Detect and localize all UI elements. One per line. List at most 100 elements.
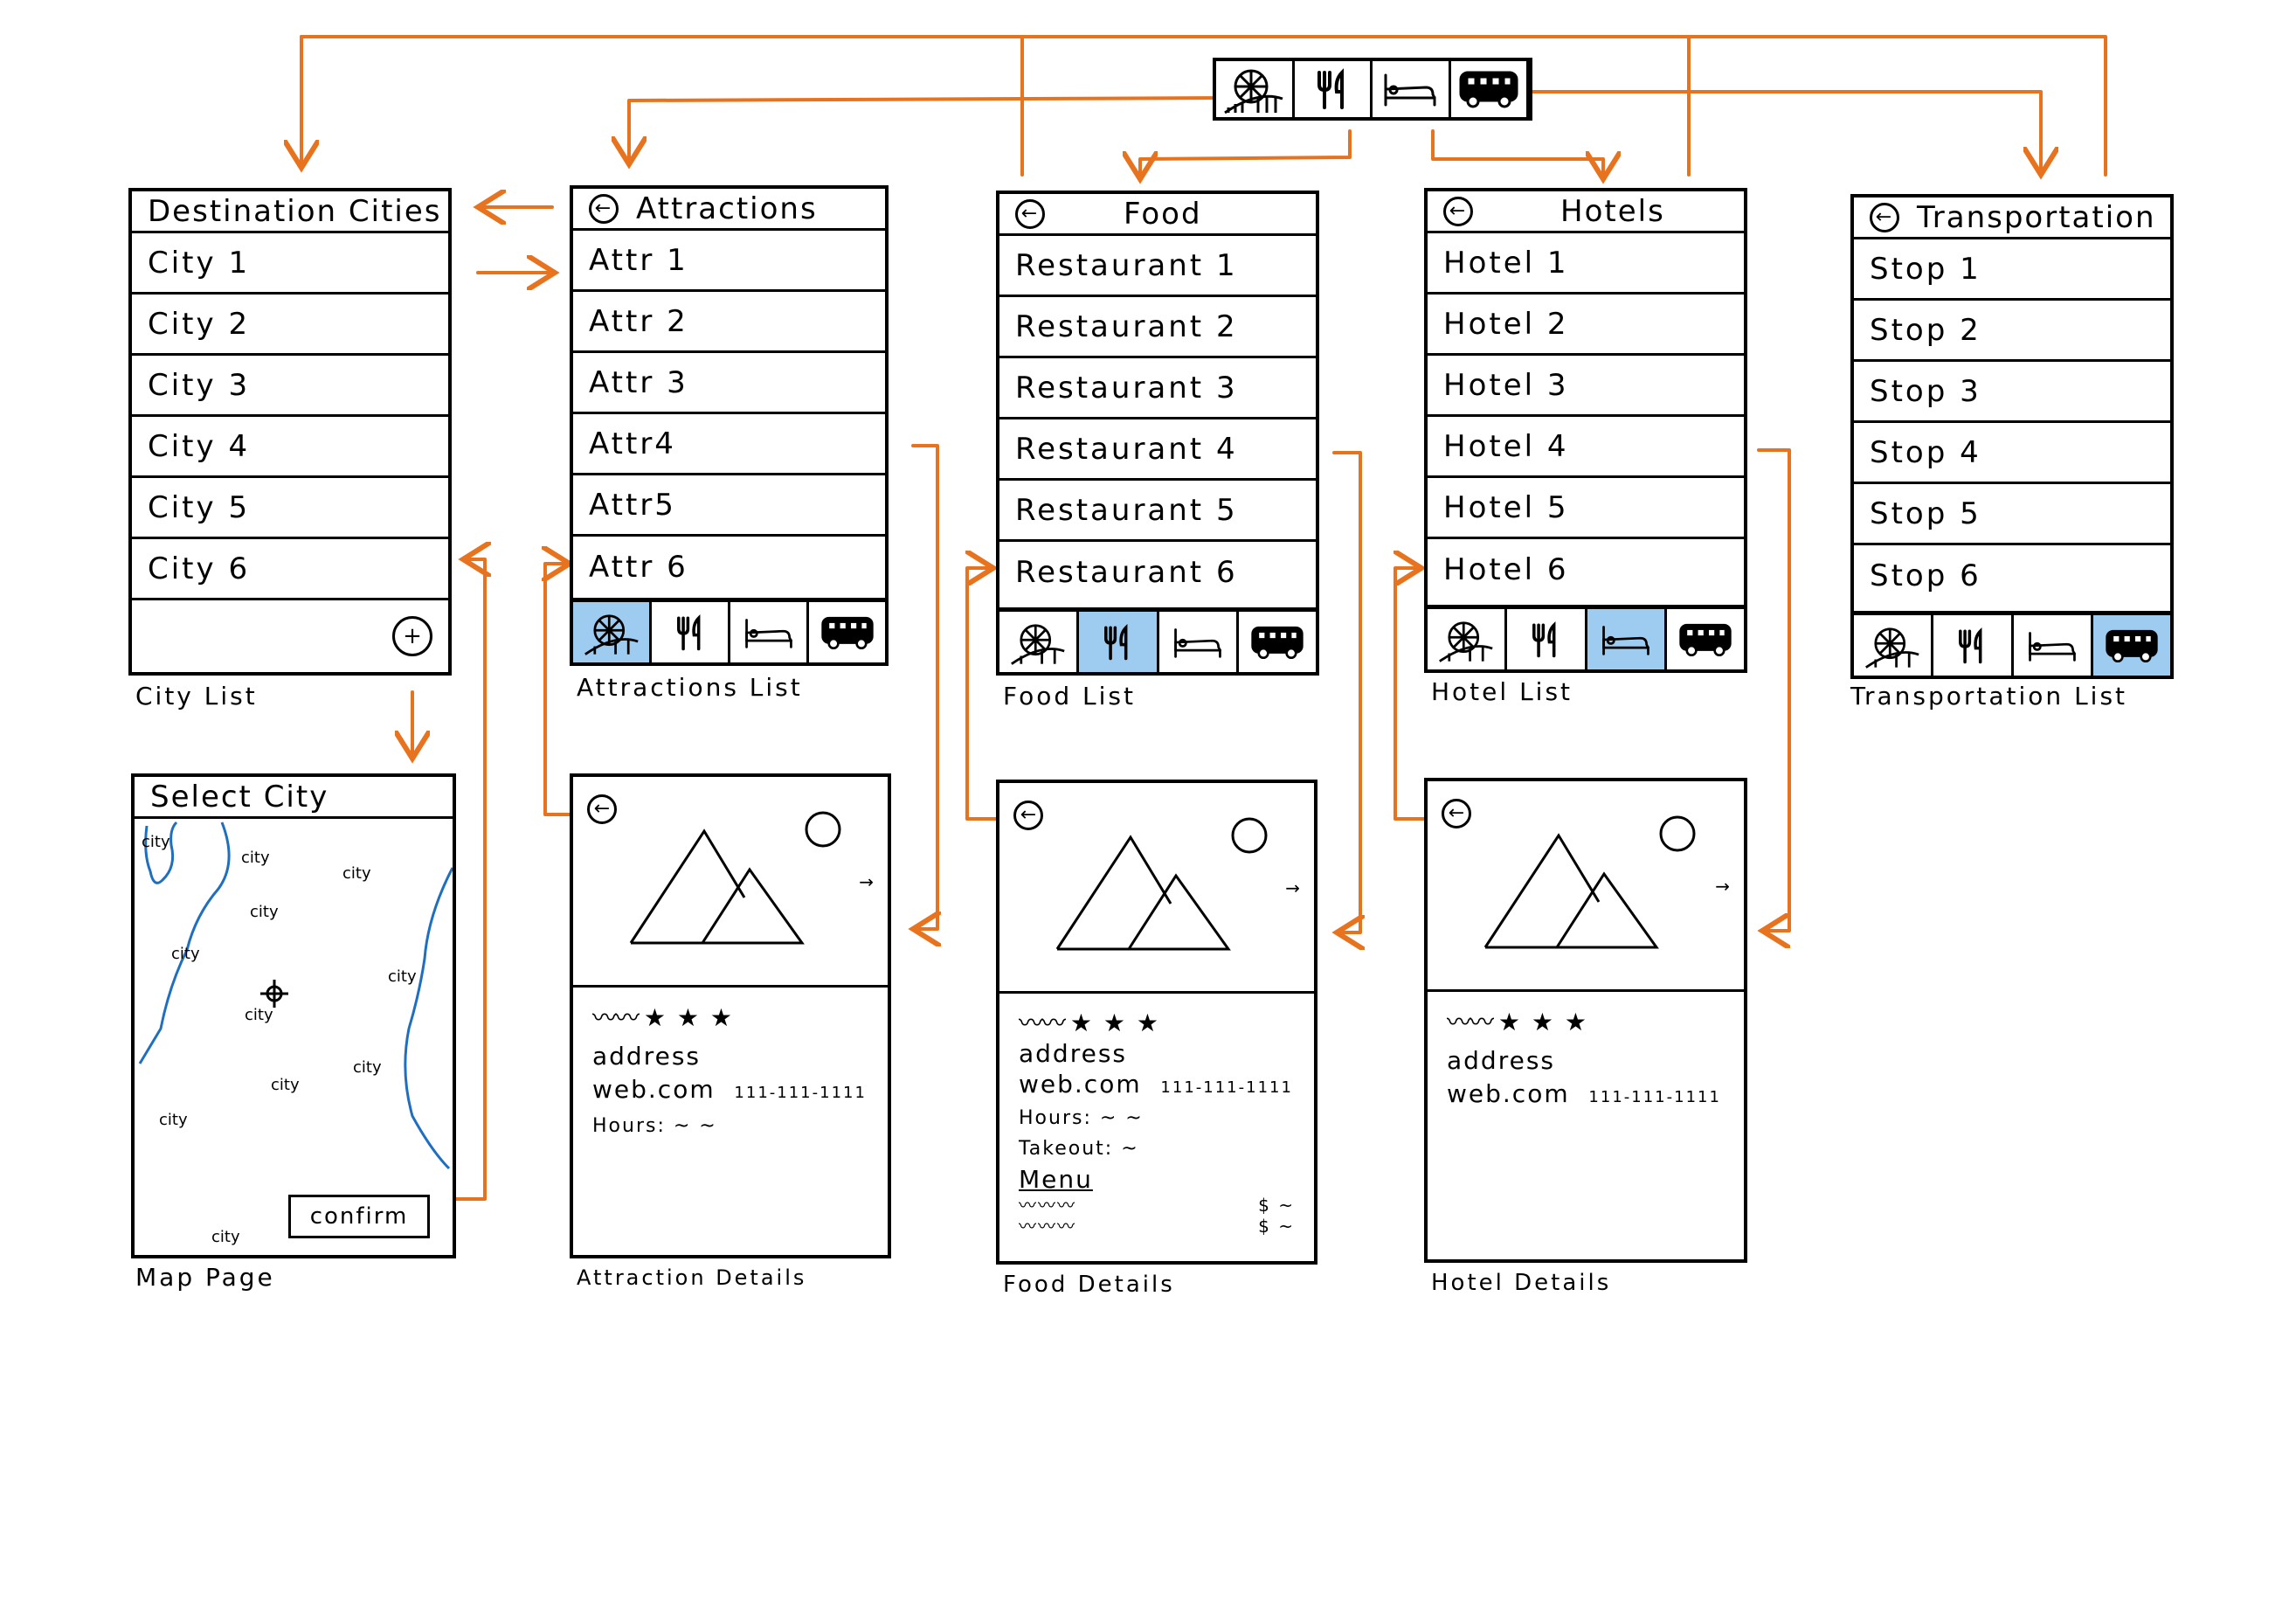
list-item[interactable]: City 2 <box>132 295 448 356</box>
back-arrow-icon[interactable]: ← <box>1442 799 1471 828</box>
detail-image-area: ← → <box>999 783 1314 994</box>
list-item[interactable]: City 4 <box>132 417 448 478</box>
back-arrow-icon[interactable]: ← <box>1015 198 1045 229</box>
list-item[interactable]: Stop 4 <box>1854 423 2170 484</box>
list-item[interactable]: Restaurant 4 <box>999 419 1316 481</box>
list-item[interactable]: City 3 <box>132 356 448 417</box>
tab-transport[interactable] <box>1667 609 1744 669</box>
back-arrow-icon[interactable]: ← <box>587 794 617 824</box>
tab-hotels[interactable] <box>1159 612 1239 672</box>
list-item[interactable]: Stop 3 <box>1854 362 2170 423</box>
back-arrow-icon[interactable]: ← <box>1013 801 1043 830</box>
confirm-button[interactable]: confirm <box>288 1195 430 1238</box>
squiggle-text: 〰〰 <box>1019 1009 1070 1037</box>
next-arrow-icon[interactable]: → <box>859 871 874 892</box>
tab-hotels[interactable] <box>730 602 809 662</box>
coastline-left <box>144 821 178 884</box>
ferris-wheel-icon <box>1865 627 1919 669</box>
next-arrow-icon[interactable]: → <box>1285 877 1300 898</box>
list-item[interactable]: Hotel 5 <box>1428 478 1744 539</box>
list-item[interactable]: Restaurant 3 <box>999 358 1316 419</box>
tab-transport[interactable] <box>2092 615 2170 676</box>
list-item-label: Restaurant 4 <box>1015 431 1238 467</box>
list-item[interactable]: Hotel 2 <box>1428 295 1744 356</box>
website-link[interactable]: web.com <box>1447 1079 1570 1108</box>
list-item-label: Attr 6 <box>589 550 688 585</box>
bed-icon <box>1384 73 1436 107</box>
list-item[interactable]: Restaurant 2 <box>999 297 1316 358</box>
menu-item-row: 〰〰〰$ ~ <box>1019 1216 1295 1237</box>
list-item[interactable]: Attr 1 <box>573 231 885 292</box>
detail-image-area: ← → <box>573 777 888 988</box>
website-link[interactable]: web.com <box>1019 1070 1142 1099</box>
rating-row: 〰〰 ★ ★ ★ <box>592 1002 868 1035</box>
list-item[interactable]: Attr 3 <box>573 353 885 414</box>
page-title: Attractions <box>636 191 818 226</box>
tab-transport[interactable] <box>809 602 885 662</box>
tab-food[interactable] <box>652 602 730 662</box>
list-item[interactable]: Hotel 4 <box>1428 417 1744 478</box>
list-item[interactable]: Stop 2 <box>1854 301 2170 362</box>
back-arrow-icon[interactable]: ← <box>1870 202 1899 232</box>
screen-caption: Attractions List <box>577 673 803 702</box>
food-header: ←Food <box>999 194 1316 236</box>
back-arrow-icon[interactable]: ← <box>589 193 619 224</box>
tab-attractions[interactable] <box>573 602 652 662</box>
tab-attractions[interactable] <box>999 612 1080 672</box>
tab-food[interactable] <box>1079 612 1159 672</box>
food-list-screen: ←Food Restaurant 1 Restaurant 2 Restaura… <box>996 191 1319 676</box>
tab-food[interactable] <box>1507 609 1587 669</box>
list-item[interactable]: City 6 <box>132 539 448 600</box>
list-item[interactable]: Hotel 1 <box>1428 233 1744 295</box>
phone-text: 111-111-1111 <box>1588 1088 1721 1106</box>
tab-food[interactable] <box>1933 615 2014 676</box>
list-item-label: City 1 <box>148 245 251 281</box>
list-item[interactable]: Restaurant 5 <box>999 481 1316 542</box>
list-item[interactable]: City 5 <box>132 478 448 539</box>
menu-price: $ ~ <box>1258 1195 1295 1216</box>
ferris-wheel-icon <box>1011 623 1065 665</box>
list-item[interactable]: Attr 2 <box>573 292 885 353</box>
nav-hotels-tab[interactable] <box>1373 61 1451 117</box>
list-item[interactable]: Stop 1 <box>1854 239 2170 301</box>
add-city-button[interactable]: + <box>392 616 432 656</box>
tab-attractions[interactable] <box>1428 609 1508 669</box>
list-item[interactable]: City 1 <box>132 233 448 295</box>
page-title: Transportation <box>1917 199 2156 235</box>
back-arrow-icon[interactable]: ← <box>1443 196 1473 226</box>
list-item[interactable]: Restaurant 1 <box>999 236 1316 297</box>
tab-transport[interactable] <box>1239 612 1316 672</box>
screen-caption: Attraction Details <box>577 1265 807 1290</box>
ferris-wheel-icon <box>1224 69 1283 114</box>
map-canvas[interactable]: city city city city city city city city … <box>135 819 453 1254</box>
image-placeholder-icon <box>629 811 841 945</box>
tab-hotels[interactable] <box>1587 609 1667 669</box>
tab-attractions[interactable] <box>1854 615 1934 676</box>
screen-caption: Food List <box>1003 682 1136 710</box>
next-arrow-icon[interactable]: → <box>1715 876 1730 897</box>
list-item[interactable]: Stop 6 <box>1854 545 2170 607</box>
website-link[interactable]: web.com <box>592 1075 716 1104</box>
nav-transport-tab[interactable] <box>1451 61 1529 117</box>
list-item[interactable]: Attr4 <box>573 414 885 475</box>
list-item[interactable]: Hotel 3 <box>1428 356 1744 417</box>
list-item[interactable]: Hotel 6 <box>1428 539 1744 600</box>
list-item-label: Restaurant 1 <box>1015 247 1238 283</box>
city-list-screen: Destination Cities City 1 City 2 City 3 … <box>128 188 452 676</box>
nav-food-tab[interactable] <box>1295 61 1373 117</box>
ferris-wheel-icon <box>1439 620 1493 662</box>
tab-hotels[interactable] <box>2014 615 2093 676</box>
list-item[interactable]: Attr 6 <box>573 537 885 598</box>
menu-link[interactable]: Menu <box>1019 1165 1093 1194</box>
list-item[interactable]: Restaurant 6 <box>999 542 1316 603</box>
attraction-details-screen: ← → 〰〰 ★ ★ ★ address web.com 111-111-111… <box>570 773 891 1258</box>
list-item-label: Attr 3 <box>589 364 688 400</box>
map-city-label: city <box>388 967 417 986</box>
nav-attractions-tab[interactable] <box>1216 61 1295 117</box>
list-item[interactable]: Stop 5 <box>1854 484 2170 545</box>
hours-text: Hours: ~ ~ <box>1019 1107 1144 1129</box>
plus-icon: + <box>403 623 422 649</box>
list-item[interactable]: Attr5 <box>573 475 885 537</box>
menu-price: $ ~ <box>1258 1216 1295 1237</box>
